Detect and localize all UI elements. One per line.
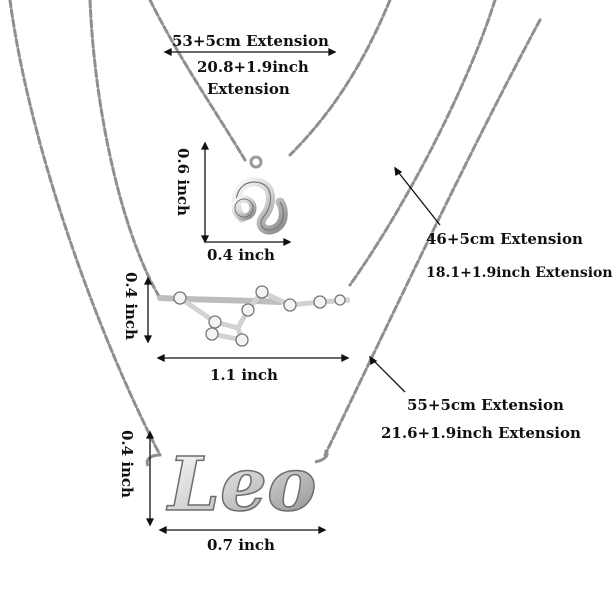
constellation-pendant	[157, 285, 351, 347]
leo-symbol-pendant	[231, 155, 288, 235]
necklace-2-length-in: 18.1+1.9inch Extension	[426, 265, 613, 281]
pendant-3-width: 0.7 inch	[207, 536, 275, 554]
necklace-1-length-in: 20.8+1.9inch	[197, 58, 309, 76]
chain-necklace-1	[148, 0, 392, 162]
pendant-2-height: 0.4 inch	[122, 272, 140, 340]
chain-necklace-3	[8, 0, 542, 457]
pendant-3-height: 0.4 inch	[118, 430, 136, 498]
leo-nameplate-pendant: Leo	[145, 441, 329, 529]
measurement-arrows	[143, 47, 441, 535]
necklace-2-length-cm: 46+5cm Extension	[426, 230, 583, 248]
pendant-1-height: 0.6 inch	[174, 148, 192, 216]
necklace-1-length-in-suffix: Extension	[207, 80, 290, 98]
necklace-3-length-cm: 55+5cm Extension	[407, 396, 564, 414]
necklace-1-length-cm: 53+5cm Extension	[172, 32, 329, 50]
chain-necklace-2	[88, 0, 497, 300]
pendant-1-width: 0.4 inch	[207, 246, 275, 264]
product-image: Leo	[8, 0, 542, 535]
pendant-2-width: 1.1 inch	[210, 366, 278, 384]
necklace-3-length-in: 21.6+1.9inch Extension	[381, 424, 581, 442]
leo-nameplate-text: Leo	[166, 442, 316, 528]
